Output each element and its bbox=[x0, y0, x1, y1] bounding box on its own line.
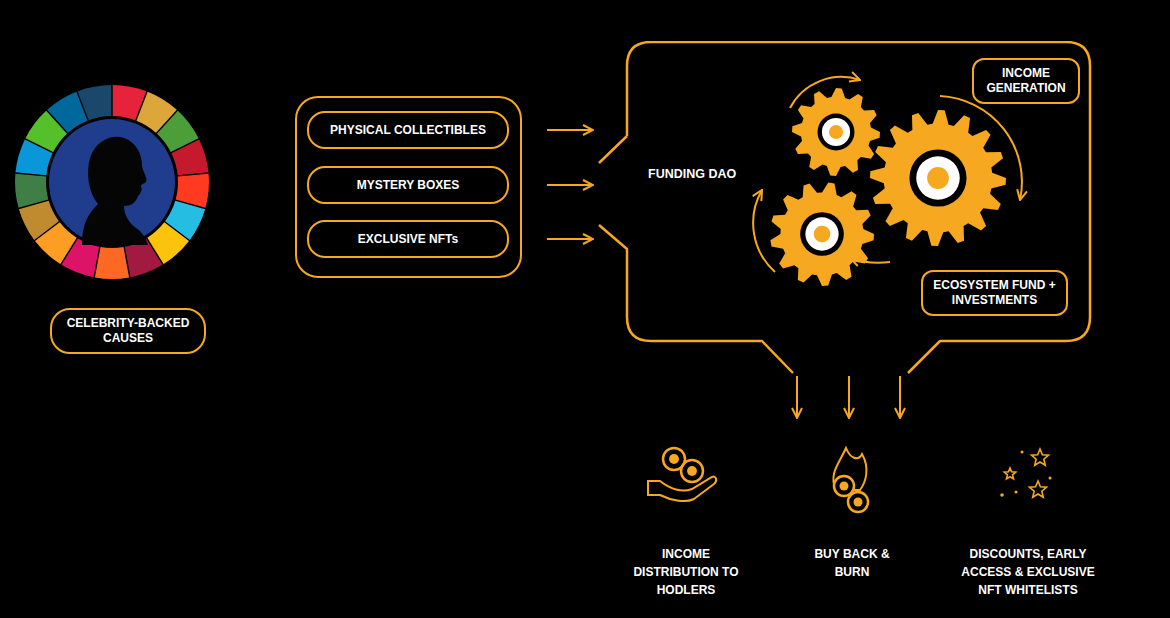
gear-ring bbox=[822, 118, 850, 146]
sdg-segment bbox=[171, 139, 208, 175]
sdg-segment bbox=[19, 201, 59, 240]
cause-box: CELEBRITY-BACKED CAUSES bbox=[50, 308, 206, 354]
box-label: EXCLUSIVE NFTs bbox=[358, 232, 458, 247]
flow-arrow bbox=[547, 238, 593, 240]
stars-icon bbox=[1000, 449, 1051, 497]
outcome-label: INCOME DISTRIBUTION TO HODLERS bbox=[630, 545, 742, 599]
rotation-arrow bbox=[850, 258, 890, 263]
box-label: MYSTERY BOXES bbox=[357, 178, 460, 193]
down-arrow bbox=[796, 376, 798, 418]
gear-body bbox=[792, 88, 880, 176]
sdg-segment bbox=[78, 85, 112, 120]
rotation-arrow bbox=[940, 96, 1022, 200]
down-arrows bbox=[797, 376, 900, 418]
frame-path bbox=[599, 42, 1090, 373]
sdg-segment bbox=[15, 174, 48, 208]
hand-coins-icon bbox=[648, 448, 716, 501]
box-label: PHYSICAL COLLECTIBLES bbox=[330, 123, 486, 138]
outcome-label: DISCOUNTS, EARLY ACCESS & EXCLUSIVE NFT … bbox=[952, 545, 1104, 599]
down-arrow bbox=[899, 376, 901, 418]
gear-hub bbox=[927, 167, 949, 189]
funding-dao-frame: FUNDING DAO INCOME GENERATION ECOSYSTEM FU… bbox=[597, 41, 1092, 374]
box-label: CELEBRITY-BACKED CAUSES bbox=[62, 316, 194, 346]
flow-arrow bbox=[547, 129, 593, 131]
rotation-arrow bbox=[790, 77, 860, 108]
gear-hole bbox=[800, 212, 844, 256]
flow-arrow bbox=[547, 184, 593, 186]
box-label: ECOSYSTEM FUND + INVESTMENTS bbox=[933, 278, 1056, 308]
product-box: MYSTERY BOXES bbox=[307, 166, 509, 204]
down-arrow bbox=[848, 376, 850, 418]
box-label: INCOME GENERATION bbox=[984, 66, 1068, 96]
icons bbox=[648, 448, 1052, 512]
gear-ring bbox=[916, 156, 960, 200]
gear bbox=[870, 110, 1006, 246]
outcome-label: BUY BACK & BURN bbox=[806, 545, 898, 581]
silhouette bbox=[82, 137, 148, 245]
product-box: PHYSICAL COLLECTIBLES bbox=[307, 111, 509, 149]
rotation-arrow bbox=[753, 190, 775, 272]
product-box: EXCLUSIVE NFTs bbox=[307, 220, 509, 258]
sdg-wheel bbox=[15, 85, 209, 279]
gear-hole bbox=[818, 114, 855, 151]
group-box bbox=[296, 97, 521, 277]
portrait-disc bbox=[49, 119, 175, 245]
gear-body bbox=[770, 182, 874, 286]
gear-ring bbox=[805, 217, 838, 250]
burn-icon bbox=[833, 448, 868, 512]
income-box: INCOME GENERATION bbox=[972, 58, 1080, 104]
gear-body bbox=[870, 110, 1006, 246]
gears bbox=[753, 77, 1022, 286]
gear bbox=[792, 88, 880, 176]
gear-hub bbox=[814, 226, 831, 243]
gear-hole bbox=[909, 149, 966, 206]
sdg-segment bbox=[95, 247, 129, 279]
gear-hub bbox=[829, 125, 843, 139]
ecosystem-box: ECOSYSTEM FUND + INVESTMENTS bbox=[921, 270, 1068, 316]
frame-title: FUNDING DAO bbox=[648, 167, 736, 181]
gear bbox=[770, 182, 874, 286]
